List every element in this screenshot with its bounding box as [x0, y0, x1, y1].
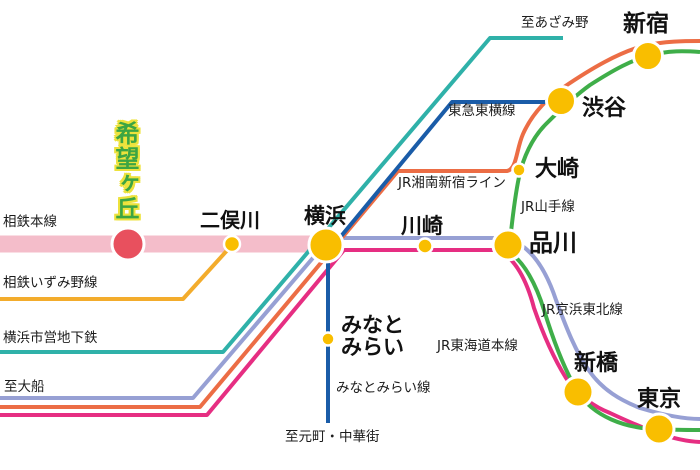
- station-futamatagawa[interactable]: [222, 234, 242, 254]
- shonan-label: JR湘南新宿ライン: [398, 175, 506, 191]
- izumino-line: [0, 243, 234, 301]
- sotetsu-main-label: 相鉄本線: [3, 214, 57, 230]
- station-shimbashi[interactable]: [561, 375, 595, 409]
- subway-label: 横浜市営地下鉄: [3, 330, 98, 346]
- ofuna-direction-label: 至大船: [4, 379, 45, 395]
- minatomirai-line-label: みなとみらい線: [336, 380, 431, 396]
- kawasaki-label: 川崎: [401, 214, 443, 238]
- station-minatomirai[interactable]: [320, 331, 336, 347]
- shimbashi-label: 新橋: [574, 351, 619, 376]
- kibogaoka-label: 希望ヶ丘: [111, 121, 139, 221]
- shinjuku-label: 新宿: [623, 11, 669, 37]
- stations-layer: [110, 40, 676, 446]
- keihin-label: JR京浜東北線: [542, 302, 623, 318]
- azamino-direction-label: 至あざみ野: [521, 15, 589, 31]
- yokohama-label: 横浜: [304, 204, 346, 228]
- station-tokyo[interactable]: [642, 412, 676, 446]
- station-kibogaoka[interactable]: [110, 226, 146, 262]
- minatomirai-label: みなと みらい: [341, 313, 404, 360]
- motomachi-direction-label: 至元町・中華街: [285, 429, 380, 445]
- keihin-tohoku-line: [0, 236, 700, 421]
- tokaido-label: JR東海道本線: [437, 338, 518, 354]
- subway-line: [0, 36, 563, 354]
- tokyo-label: 東京: [637, 387, 682, 412]
- station-osaki[interactable]: [511, 162, 527, 178]
- station-shinagawa[interactable]: [491, 228, 525, 262]
- shinagawa-label: 品川: [529, 229, 577, 257]
- station-shibuya[interactable]: [545, 85, 577, 117]
- izumino-label: 相鉄いずみ野線: [3, 275, 98, 291]
- station-shinjuku[interactable]: [632, 40, 664, 72]
- futamatagawa-label: 二俣川: [200, 208, 260, 232]
- toyoko-label: 東急東横線: [448, 103, 516, 119]
- shibuya-label: 渋谷: [582, 96, 627, 121]
- station-kawasaki[interactable]: [416, 237, 434, 255]
- osaki-label: 大崎: [535, 157, 580, 182]
- yamanote-label: JR山手線: [521, 199, 575, 215]
- station-yokohama[interactable]: [307, 226, 345, 264]
